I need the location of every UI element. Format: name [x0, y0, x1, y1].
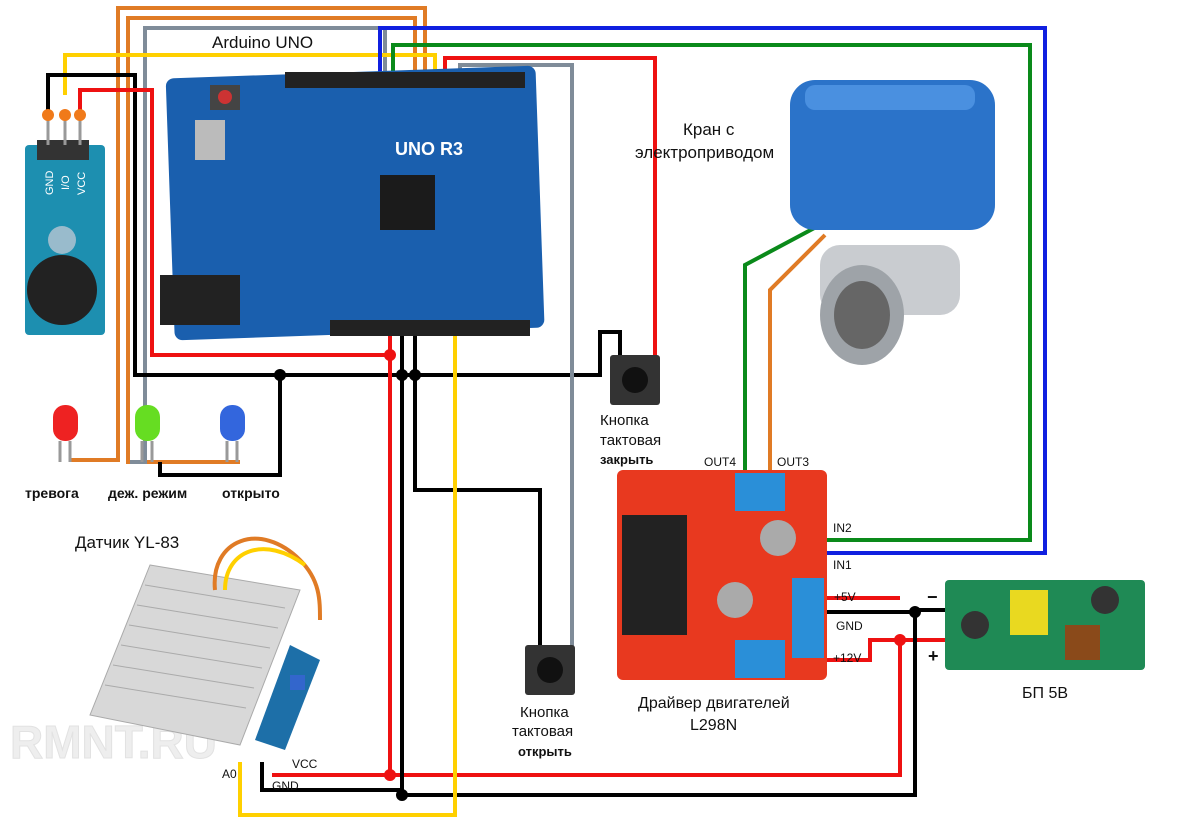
buzzer-io-label: I/O — [60, 175, 72, 190]
psu-label: БП 5В — [1022, 685, 1068, 702]
buzzer-gnd-label: GND — [44, 171, 56, 196]
wire-blue-in1 — [378, 26, 1047, 555]
led-red: тревога — [25, 405, 79, 501]
sensor-a0-label: A0 — [222, 767, 237, 781]
open-button[interactable]: Кнопка тактовая открыть — [512, 645, 575, 759]
open-button-label-line2: тактовая — [512, 723, 573, 740]
motorized-valve: Кран с электроприводом — [635, 80, 995, 365]
wire-black-led-gnd — [240, 375, 282, 477]
out3-label: OUT3 — [777, 455, 809, 469]
wire-green-in2 — [391, 43, 1032, 542]
valve-label-line2: электроприводом — [635, 143, 774, 162]
in1-label: IN1 — [833, 558, 852, 572]
led-red-label: тревога — [25, 485, 79, 501]
led-green: деж. режим — [108, 405, 187, 501]
sensor-vcc-label: VCC — [292, 757, 318, 771]
wire-black-gnd-psu — [400, 330, 945, 797]
wire-orange-out3 — [768, 233, 827, 485]
out4-label: OUT4 — [704, 455, 736, 469]
led-green-label: деж. режим — [108, 485, 187, 501]
sensor-label: Датчик YL-83 — [75, 533, 179, 552]
led-blue-label: открыто — [222, 485, 280, 501]
wires — [46, 6, 1047, 817]
wire-black-open-button — [413, 330, 542, 650]
plus12v-label: +12V — [833, 651, 861, 665]
arduino-label: Arduino UNO — [212, 33, 313, 52]
plus5v-label: +5V — [834, 590, 856, 604]
close-button-label-line2: тактовая — [600, 432, 661, 449]
wire-black-sensor-gnd — [260, 762, 402, 792]
driver-label-line1: Драйвер двигателей — [638, 695, 790, 712]
wire-yellow-a0 — [238, 330, 457, 817]
sensor-gnd-label: GND — [272, 779, 299, 793]
in2-label: IN2 — [833, 521, 852, 535]
led-blue: открыто — [220, 405, 280, 501]
open-button-label-line1: Кнопка — [520, 704, 569, 721]
driver-label-line2: L298N — [690, 717, 737, 734]
psu-minus-label: − — [927, 587, 938, 607]
close-button[interactable]: Кнопка тактовая закрыть — [600, 355, 661, 467]
wire-gray-standby-led — [130, 26, 387, 464]
open-button-label-line3: открыть — [518, 744, 572, 759]
l298n-driver: OUT4 OUT3 IN2 IN1 +5V GND +12V Драйвер д… — [617, 455, 863, 734]
close-button-label-line1: Кнопка — [600, 412, 649, 429]
wire-red-close-button — [443, 56, 657, 360]
power-supply-5v: − + БП 5В — [927, 580, 1145, 702]
psu-plus-label: + — [928, 646, 939, 666]
wire-orange-alarm-led — [70, 6, 427, 462]
close-button-label-line3: закрыть — [600, 452, 653, 467]
gnd-label: GND — [836, 619, 863, 633]
wire-green-out4 — [743, 223, 821, 485]
buzzer-module: GND I/O VCC — [25, 109, 105, 335]
wire-black-gnd-bus — [46, 73, 622, 377]
arduino-uno-board: UNO R3 Arduino UNO — [160, 33, 545, 341]
arduino-model-label: UNO R3 — [395, 139, 463, 159]
valve-label-line1: Кран с — [683, 120, 735, 139]
rain-sensor-yl83: Датчик YL-83 A0 VCC GND — [75, 533, 322, 793]
buzzer-vcc-label: VCC — [76, 172, 88, 195]
